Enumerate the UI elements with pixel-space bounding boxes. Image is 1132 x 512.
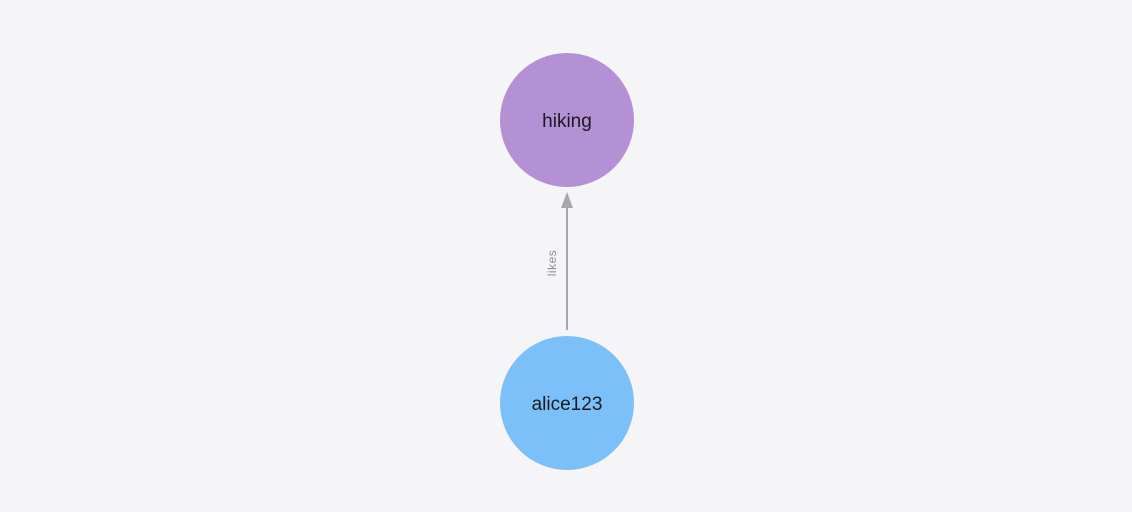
node-hiking-circle[interactable] <box>500 53 634 187</box>
node-alice123[interactable]: alice123 <box>500 336 634 470</box>
node-alice123-label: alice123 <box>532 394 603 415</box>
node-alice123-circle[interactable] <box>500 336 634 470</box>
node-hiking-label: hiking <box>542 111 592 132</box>
edge-label: likes <box>545 250 559 277</box>
edge-likes[interactable]: likes <box>545 192 573 330</box>
edge-arrowhead-icon <box>561 192 573 208</box>
node-hiking[interactable]: hiking <box>500 53 634 187</box>
